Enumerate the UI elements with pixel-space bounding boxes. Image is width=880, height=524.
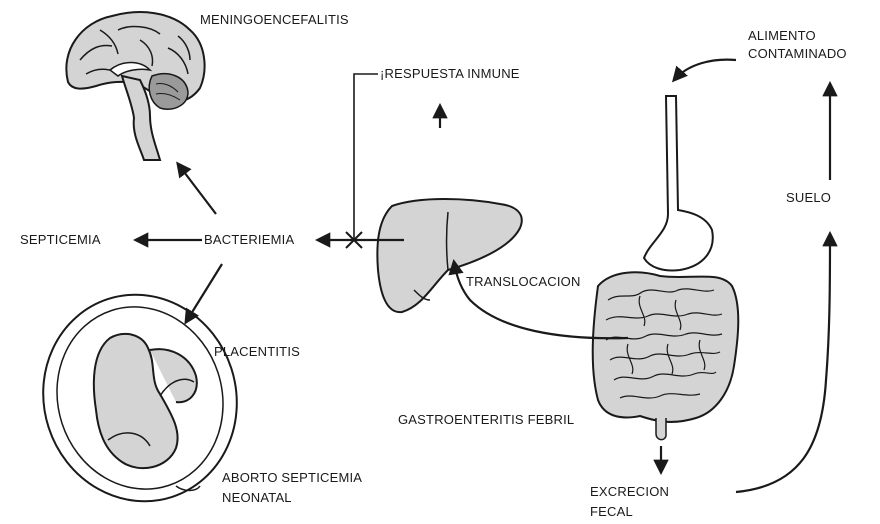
label-meningoencefalitis: MENINGOENCEFALITIS	[200, 12, 349, 28]
arrow-to-meningoencefalitis	[178, 164, 216, 214]
label-alimento-line2: CONTAMINADO	[748, 46, 847, 62]
label-excrecion-line2: FECAL	[590, 504, 633, 520]
label-bacteriemia: BACTERIEMIA	[204, 232, 294, 248]
digestive-tract-illustration	[593, 96, 739, 440]
label-septicemia: SEPTICEMIA	[20, 232, 101, 248]
label-gastroenteritis: GASTROENTERITIS FEBRIL	[398, 412, 574, 428]
label-translocacion: TRANSLOCACION	[466, 274, 581, 290]
brain-illustration	[66, 12, 204, 160]
label-suelo: SUELO	[786, 190, 831, 206]
label-excrecion-line1: EXCRECION	[590, 484, 669, 500]
immune-response-bracket	[354, 74, 378, 240]
arrow-alimento-to-tract	[674, 60, 736, 80]
arrow-excrecion-to-suelo	[736, 234, 830, 492]
label-aborto-line2: NEONATAL	[222, 490, 292, 506]
liver-illustration	[377, 199, 521, 312]
label-respuesta-inmune: ¡RESPUESTA INMUNE	[380, 66, 520, 82]
arrow-to-placentitis	[186, 264, 222, 322]
label-alimento-line1: ALIMENTO	[748, 28, 816, 44]
label-placentitis: PLACENTITIS	[214, 344, 300, 360]
label-aborto-line1: ABORTO SEPTICEMIA	[222, 470, 362, 486]
